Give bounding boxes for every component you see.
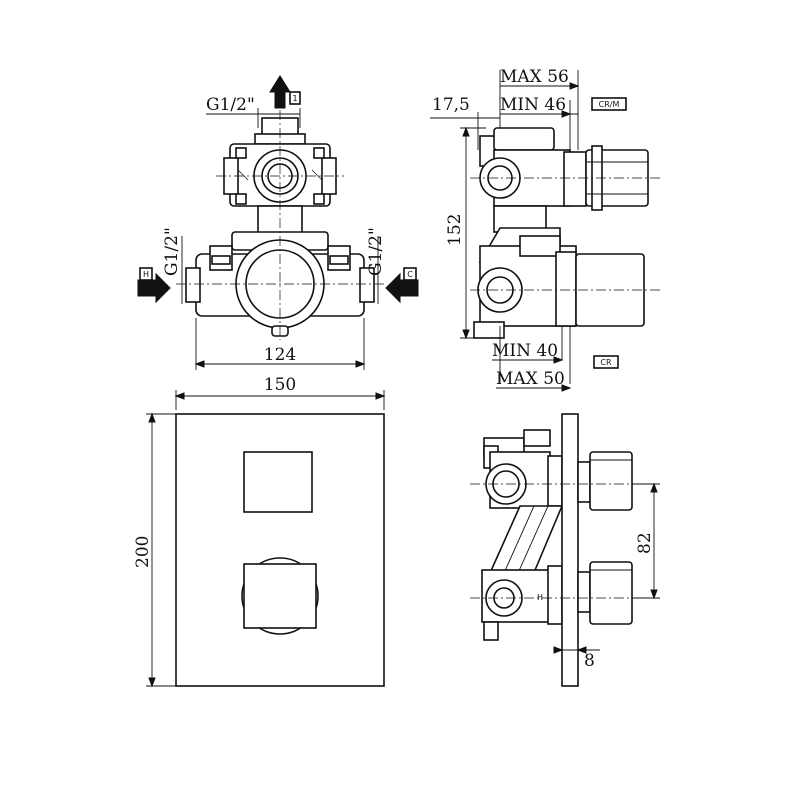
- diverter-knob: [243, 451, 313, 513]
- cold-tag: C: [407, 270, 413, 279]
- min-upper-label: MIN 46: [500, 95, 566, 115]
- cr-tag-box: [593, 355, 619, 369]
- plate-thickness-label: 8: [584, 651, 595, 671]
- max-lower-label: MAX 50: [496, 369, 565, 389]
- plate-height-label: 200: [133, 536, 153, 568]
- outlet-arrow-icon: [269, 75, 291, 109]
- outlet-tag: 1: [292, 94, 297, 103]
- cover-plate-side: [561, 413, 579, 687]
- body-height-label: 152: [445, 214, 465, 246]
- side-view-plate: H 82 8: [470, 413, 660, 687]
- hot-inlet-arrow-icon: [137, 272, 171, 304]
- plate-width-label: 150: [264, 375, 296, 395]
- thermostatic-handle: [243, 563, 317, 629]
- top-inlet-label: G1/2": [206, 95, 255, 115]
- side-view-body: MAX 56 MIN 46 17,5 CR/M 152: [430, 67, 660, 392]
- max-upper-label: MAX 56: [500, 67, 569, 87]
- cr-m-tag-box: [591, 97, 627, 111]
- left-inlet-label: G1/2": [162, 227, 182, 276]
- front-view-plate: 150 200: [133, 375, 386, 688]
- cr-m-tag: CR/M: [599, 100, 620, 109]
- outlet-tag-box: [289, 91, 301, 105]
- handle-spacing-label: 82: [635, 532, 655, 554]
- min-lower-label: MIN 40: [492, 341, 558, 361]
- hot-tag: H: [143, 270, 149, 279]
- right-inlet-label: G1/2": [366, 227, 386, 276]
- cr-tag: CR: [600, 358, 612, 367]
- body-width-label: 124: [264, 345, 296, 365]
- side-mark-tag: H: [537, 593, 543, 602]
- offset-label: 17,5: [432, 95, 470, 115]
- cold-inlet-arrow-icon: [385, 272, 419, 304]
- front-view-body: 1 G1/2": [137, 75, 419, 370]
